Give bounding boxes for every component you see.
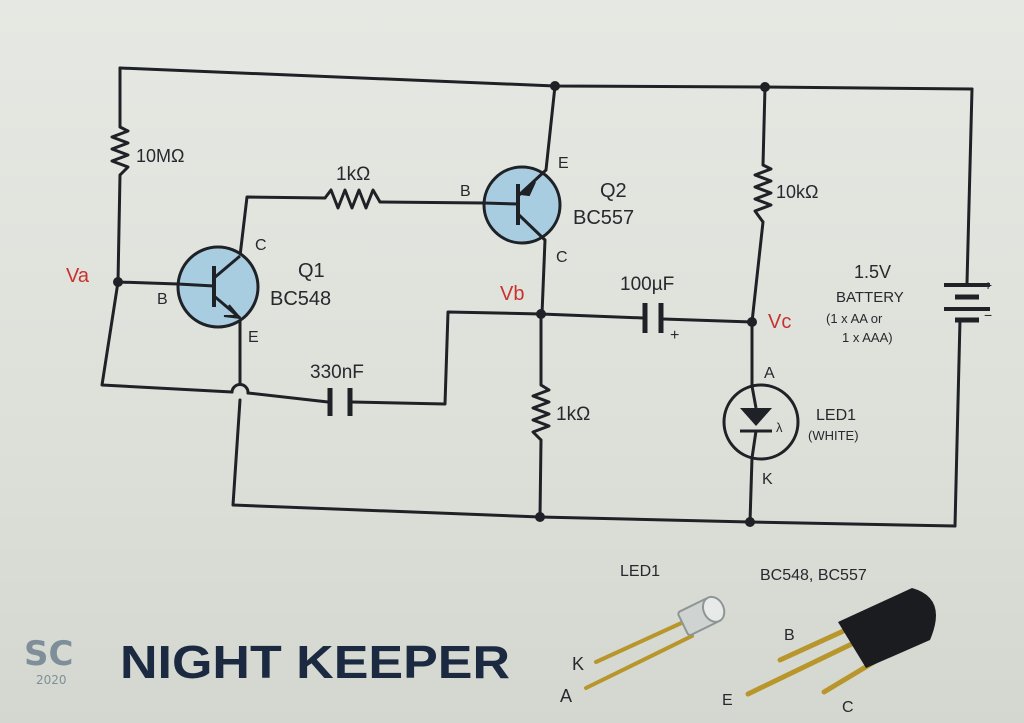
label-q2-b: B — [460, 183, 471, 200]
label-led-lambda: λ — [776, 420, 783, 435]
label-q2-ref: Q2 — [600, 180, 627, 202]
pinout-trans-title: BC548, BC557 — [760, 567, 867, 584]
label-q2-part: BC557 — [573, 207, 634, 229]
label-battery-note2: 1 x AAA) — [842, 330, 893, 345]
transistor-pinout-illustration: BC548, BC557 B E C — [722, 567, 936, 716]
label-c-330n: 330nF — [310, 362, 364, 383]
led-pinout-illustration: LED1 K A — [560, 563, 726, 706]
label-q1-e: E — [248, 329, 259, 346]
led1 — [722, 383, 800, 461]
label-q2-e: E — [558, 155, 569, 172]
transistor-q2 — [482, 165, 562, 245]
label-c-100u-plus: + — [670, 327, 679, 344]
label-led-a: A — [764, 365, 775, 382]
diagram-title: NIGHT KEEPER — [120, 636, 510, 688]
junction-dots — [113, 81, 770, 527]
transistor-q1 — [176, 245, 260, 329]
label-led-ref: LED1 — [816, 407, 856, 424]
pinout-trans-c: C — [842, 699, 854, 716]
label-r-1k-low: 1kΩ — [556, 404, 590, 425]
label-r-1k-base: 1kΩ — [336, 164, 370, 185]
label-q1-part: BC548 — [270, 288, 331, 310]
capacitor-330n — [327, 388, 353, 416]
pinout-trans-e: E — [722, 692, 733, 709]
capacitor-100u — [642, 303, 664, 333]
label-battery-name: BATTERY — [836, 289, 904, 306]
label-r-10m: 10MΩ — [136, 146, 184, 166]
pinout-trans-b: B — [784, 627, 795, 644]
resistor-10m — [110, 125, 130, 177]
node-label-vb: Vb — [500, 283, 524, 305]
label-battery-minus: − — [984, 307, 992, 323]
node-label-vc: Vc — [768, 311, 791, 333]
label-battery-plus: + — [984, 277, 992, 293]
label-battery-note1: (1 x AA or — [826, 311, 883, 326]
logo-year: 2020 — [36, 673, 67, 687]
pinout-led-a: A — [560, 686, 572, 706]
label-battery-voltage: 1.5V — [854, 262, 891, 282]
label-q1-ref: Q1 — [298, 260, 325, 282]
label-q1-b: B — [157, 291, 168, 308]
sc-logo: SC 2020 — [24, 634, 73, 687]
label-r-10k: 10kΩ — [776, 182, 818, 202]
label-q2-c: C — [556, 249, 568, 266]
label-c-100u: 100µF — [620, 274, 674, 295]
node-label-va: Va — [66, 265, 90, 287]
resistor-10k — [753, 163, 773, 223]
label-led-color: (WHITE) — [808, 428, 859, 443]
resistor-1k-base — [323, 188, 382, 210]
label-q1-c: C — [255, 237, 267, 254]
pinout-led-k: K — [572, 654, 584, 674]
logo-letters: SC — [24, 634, 73, 674]
resistor-1k-low — [531, 383, 551, 442]
label-led-k: K — [762, 471, 773, 488]
battery-symbol — [944, 283, 990, 323]
circuit-wires — [100, 66, 974, 528]
pinout-led-title: LED1 — [620, 563, 660, 580]
